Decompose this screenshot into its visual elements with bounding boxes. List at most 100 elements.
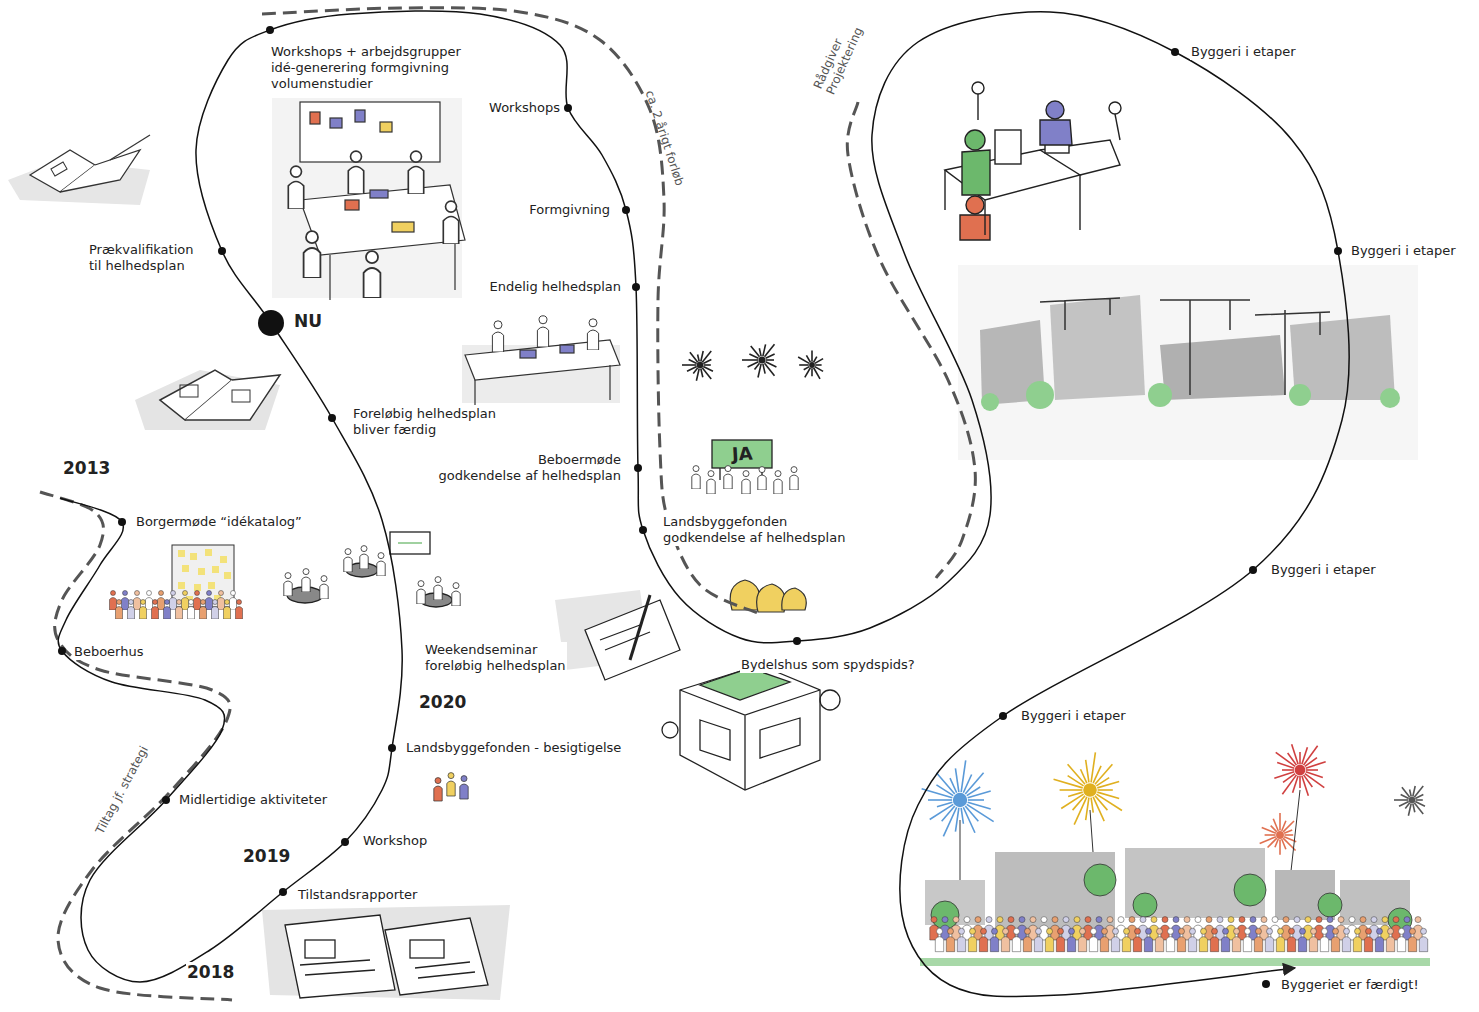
sketch-path — [680, 690, 820, 790]
sketch-use — [1298, 928, 1306, 951]
sketch-circle — [634, 464, 642, 472]
sketch-line — [763, 364, 765, 374]
sketch-line — [1416, 799, 1423, 801]
label-line: volumenstudier — [271, 76, 461, 92]
sketch-circle — [388, 744, 396, 752]
sketch-path — [1115, 114, 1120, 140]
sketch-use — [170, 591, 177, 611]
sketch-path — [680, 665, 820, 790]
sketch-rect — [380, 122, 392, 132]
sketch-line — [937, 802, 952, 807]
people — [288, 151, 458, 298]
sketch-path — [300, 185, 465, 255]
sketch-use — [1001, 928, 1009, 951]
sketch-use — [952, 917, 960, 940]
sketch-use — [935, 928, 943, 951]
sketch-use — [1210, 928, 1218, 951]
sketch-line — [703, 360, 711, 364]
sketch-use — [587, 319, 598, 350]
sketch-use — [224, 600, 231, 620]
sketch-line — [1097, 781, 1119, 787]
sketch-circle — [266, 26, 274, 34]
sketch-rect — [995, 852, 1115, 937]
sketch-use — [434, 778, 442, 801]
sketch-use — [1084, 917, 1092, 940]
sketch-use — [230, 591, 237, 611]
sketch-use — [1100, 928, 1108, 951]
sketch-line — [690, 352, 698, 362]
timeline-label: Foreløbig helhedsplan bliver færdig — [352, 406, 497, 438]
sketch-use — [434, 577, 442, 600]
sketch-line — [955, 808, 958, 832]
year-label: 2018 — [186, 962, 235, 982]
sketch-use — [979, 928, 987, 951]
sketch-rect — [212, 566, 219, 573]
label-line: idé-generering formgivning — [271, 60, 461, 76]
sketch-line — [1086, 760, 1089, 783]
sketch-line — [1093, 766, 1101, 783]
sketch-use — [236, 600, 243, 620]
timeline-label: Workshops — [488, 100, 561, 116]
sketch-rect — [51, 162, 67, 176]
sketch-use — [134, 591, 141, 611]
sketch-use — [140, 600, 147, 620]
sketch-path — [262, 905, 510, 1000]
sketch-line — [806, 355, 810, 362]
sketch-use — [1419, 928, 1427, 951]
sketch-use — [1287, 928, 1295, 951]
sketch-use — [1276, 928, 1284, 951]
sketch-use — [774, 471, 782, 494]
sketch-use — [447, 773, 455, 796]
sketch-line — [968, 799, 984, 801]
sketch-circle — [965, 130, 985, 150]
sketch-use — [284, 573, 292, 596]
sketch-line — [1415, 795, 1423, 799]
label-line: Beboermøde — [439, 452, 621, 468]
sketch-circle — [1083, 783, 1097, 797]
sketch-line — [1282, 769, 1294, 771]
sketch-use — [348, 151, 363, 194]
sketch-circle — [809, 362, 815, 368]
label-line: Landsbyggefonden — [663, 514, 845, 530]
sketch-line — [748, 362, 759, 367]
sketch-use — [1381, 917, 1389, 940]
timeline-label: Workshops + arbejdsgrupper idé-genererin… — [270, 44, 462, 92]
sketch-circle — [118, 518, 126, 526]
sketch-rect — [232, 390, 250, 402]
sketch-circle — [697, 362, 703, 368]
timeline-label: Byggeri i etaper — [1020, 708, 1127, 724]
sketch-rect — [220, 556, 227, 563]
sketch-use — [377, 553, 385, 576]
sketch-line — [1408, 804, 1411, 816]
sketch-line — [1282, 839, 1286, 849]
sketch-use — [1271, 917, 1279, 940]
sketch-path — [300, 960, 475, 978]
sketch-use — [1249, 917, 1257, 940]
document-sketch — [555, 590, 680, 680]
sketch-rect — [305, 940, 335, 958]
sketch-use — [1111, 928, 1119, 951]
sketch-line — [965, 806, 978, 821]
sketch-rect — [520, 350, 536, 358]
sketch-g — [981, 381, 1400, 411]
sketch-path — [757, 584, 786, 612]
sketch-use — [288, 166, 303, 209]
sketch-line — [702, 368, 711, 379]
sketch-use — [182, 591, 189, 611]
sketch-use — [1161, 917, 1169, 940]
sketch-line — [1299, 752, 1301, 764]
sketch-circle — [639, 526, 647, 534]
sketch-circle — [1276, 831, 1284, 839]
timeline-label: Landsbyggefonden - besigtigelse — [405, 740, 622, 756]
sketch-use — [344, 549, 352, 572]
sketch-use — [1265, 928, 1273, 951]
sketch-circle — [1046, 101, 1064, 119]
sketch-path — [630, 595, 650, 660]
sketch-line — [930, 804, 954, 819]
sketch-path — [700, 718, 800, 760]
year-label: 2013 — [62, 458, 111, 478]
sketch-line — [961, 808, 963, 824]
sketch-circle — [662, 722, 678, 738]
sketch-use — [212, 600, 219, 620]
